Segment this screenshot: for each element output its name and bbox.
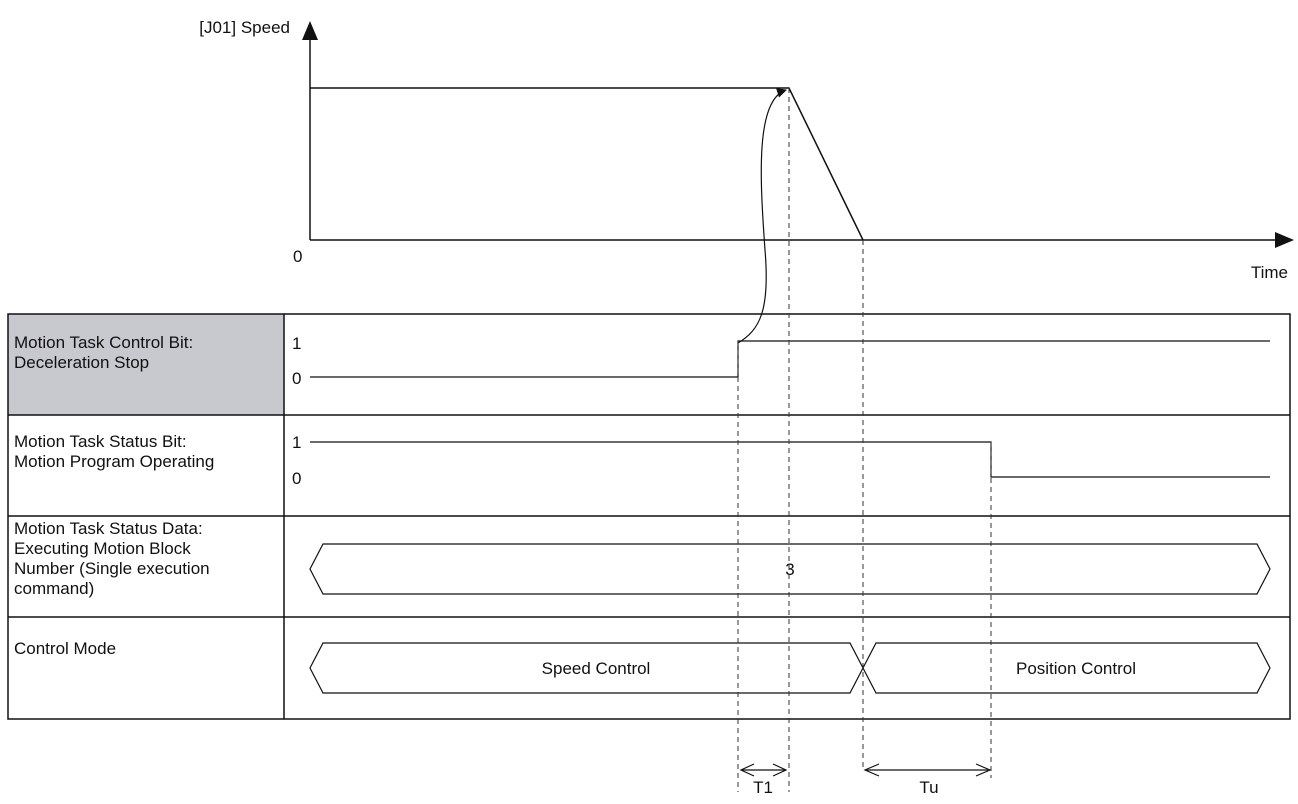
status-bit-level-1: 1 — [292, 433, 301, 452]
block-number-bus — [309, 543, 1271, 595]
status-bit-level-0: 0 — [292, 469, 301, 488]
shaded-label-cell — [8, 314, 284, 415]
speed-graph: [J01] Speed Time 0 — [199, 18, 1294, 344]
status-bit-waveform — [310, 441, 1270, 478]
speed-control-label: Speed Control — [542, 659, 651, 678]
timing-guides — [737, 88, 992, 792]
row-label-control-mode: Control Mode — [14, 639, 116, 658]
speed-y-axis-arrowhead — [302, 21, 318, 40]
origin-label: 0 — [293, 247, 302, 266]
time-x-axis-arrowhead — [1275, 232, 1294, 248]
block-number-value: 3 — [785, 560, 794, 579]
t1-arrow-right — [772, 763, 788, 777]
speed-y-axis-label: [J01] Speed — [199, 18, 290, 37]
trigger-curve-arrow — [737, 88, 787, 344]
row-label-status-bit: Motion Task Status Bit: Motion Program O… — [14, 432, 214, 471]
time-axis-label: Time — [1251, 263, 1288, 282]
row-label-control-bit: Motion Task Control Bit: Deceleration St… — [14, 333, 198, 372]
speed-profile-line — [310, 87, 864, 241]
signal-table: Motion Task Control Bit: Deceleration St… — [7, 313, 1291, 720]
tu-arrow-left — [863, 763, 880, 777]
t1-arrow-left — [739, 763, 755, 777]
speed-control-bus — [309, 642, 864, 694]
timing-annotations: T1 Tu — [739, 763, 992, 797]
tu-arrow-right — [975, 763, 992, 777]
position-control-label: Position Control — [1016, 659, 1136, 678]
control-bit-level-1: 1 — [292, 334, 301, 353]
row-label-status-data: Motion Task Status Data: Executing Motio… — [14, 519, 214, 598]
t1-label: T1 — [753, 778, 773, 797]
control-bit-level-0: 0 — [292, 369, 301, 388]
tu-label: Tu — [919, 778, 938, 797]
control-bit-waveform — [310, 340, 1270, 378]
